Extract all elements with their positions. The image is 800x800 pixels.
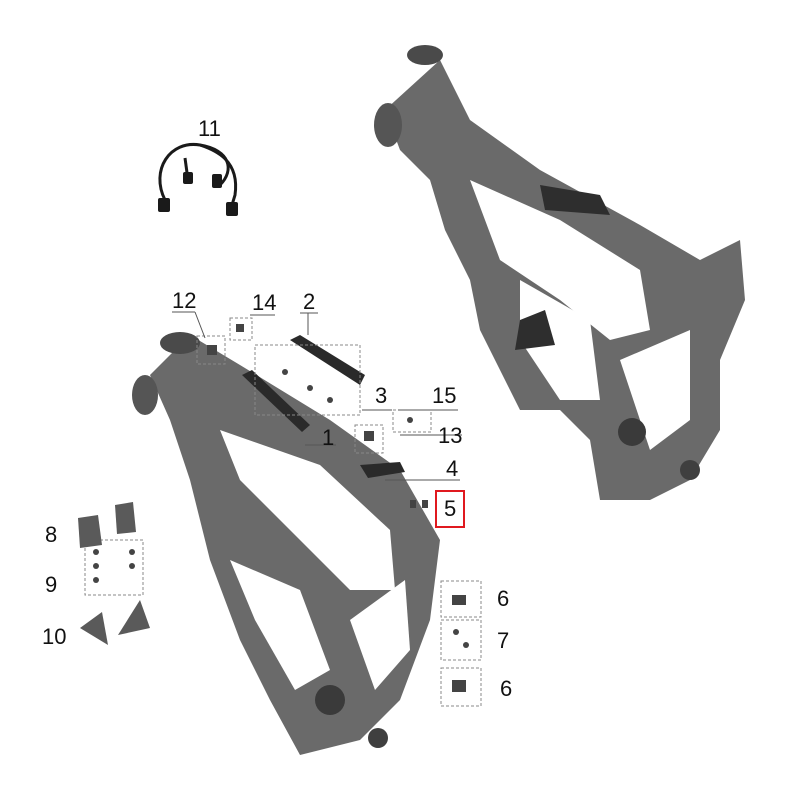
callout-10: 10: [42, 624, 67, 649]
harness-connectors: [158, 172, 238, 216]
callout-6-upper: 6: [497, 586, 510, 611]
callout-1: 1: [322, 425, 335, 450]
wiring-harness: [158, 142, 238, 206]
dashed-part-boxes: [84, 317, 482, 707]
callout-5-highlighted: 5: [435, 490, 466, 528]
callout-3: 3: [375, 383, 388, 408]
callout-7: 7: [497, 628, 510, 653]
leader-lines: [172, 311, 462, 481]
callout-8: 8: [45, 522, 58, 547]
callout-11: 11: [198, 116, 221, 141]
callout-6-lower: 6: [500, 676, 513, 701]
callout-13: 13: [438, 423, 463, 448]
callout-15: 15: [432, 383, 457, 408]
callout-4: 4: [446, 456, 459, 481]
exploded-frame: [132, 332, 440, 755]
assembled-frame: [374, 45, 745, 500]
small-hardware: [93, 324, 469, 692]
callout-14: 14: [252, 290, 277, 315]
callout-12: 12: [172, 288, 197, 313]
callout-2: 2: [303, 289, 316, 314]
rubber-pad-parts: [242, 335, 405, 478]
mount-brackets: [78, 502, 150, 645]
callout-9: 9: [45, 572, 58, 597]
